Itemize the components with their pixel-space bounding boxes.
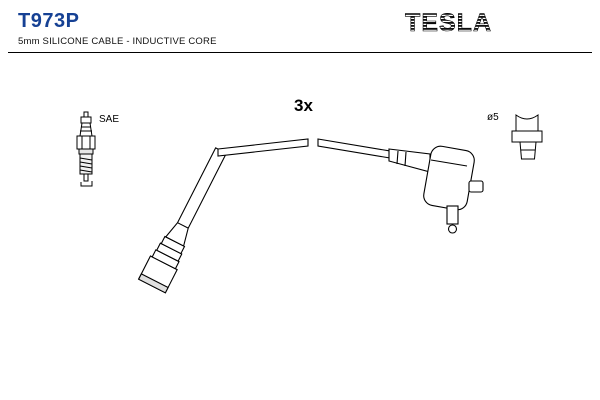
left-plug-boot <box>137 147 228 294</box>
spark-plug-icon <box>76 111 96 187</box>
plug-insulator <box>79 122 93 137</box>
coil-boot-detail-line <box>430 159 468 167</box>
plug-thread-line <box>79 157 93 161</box>
plug-thread-line <box>79 165 93 169</box>
part-number: T973P <box>18 10 80 32</box>
header-divider <box>8 52 592 53</box>
plug-center-electrode <box>83 173 89 182</box>
subtitle: 5mm SILICONE CABLE - INDUCTIVE CORE <box>18 36 217 47</box>
plug-terminal-nut <box>80 116 92 124</box>
cable-segment-1 <box>217 138 309 157</box>
plug-thread-line <box>79 169 93 173</box>
brand-logo: TESLA <box>405 9 492 38</box>
connector-flange <box>511 130 543 143</box>
coil-boot-terminal-ring <box>447 224 458 234</box>
boot-body <box>164 147 228 247</box>
quantity-label: 3x <box>294 96 313 115</box>
coil-connector-icon <box>511 114 543 160</box>
connector-top-cap <box>515 114 539 132</box>
plug-ground-electrode <box>80 181 93 187</box>
cable-segment-2 <box>317 138 391 159</box>
plug-standard-label: SAE <box>99 114 119 125</box>
brand-text: TESLA <box>405 9 492 37</box>
right-boot-rib <box>396 150 399 165</box>
coil-boot-nipple <box>446 205 459 225</box>
cable-assembly <box>137 138 484 294</box>
plug-hex-body <box>76 135 96 150</box>
plug-gasket <box>78 148 94 155</box>
right-boot-entry <box>388 148 431 173</box>
coil-boot-side-tab <box>468 180 484 193</box>
right-boot-rib <box>404 151 407 167</box>
boot-body-line <box>177 222 189 229</box>
plug-thread-line <box>79 161 93 165</box>
plug-terminal-tip <box>83 111 89 118</box>
boot-shroud-rim <box>137 273 169 294</box>
diameter-label: ø5 <box>487 112 499 123</box>
